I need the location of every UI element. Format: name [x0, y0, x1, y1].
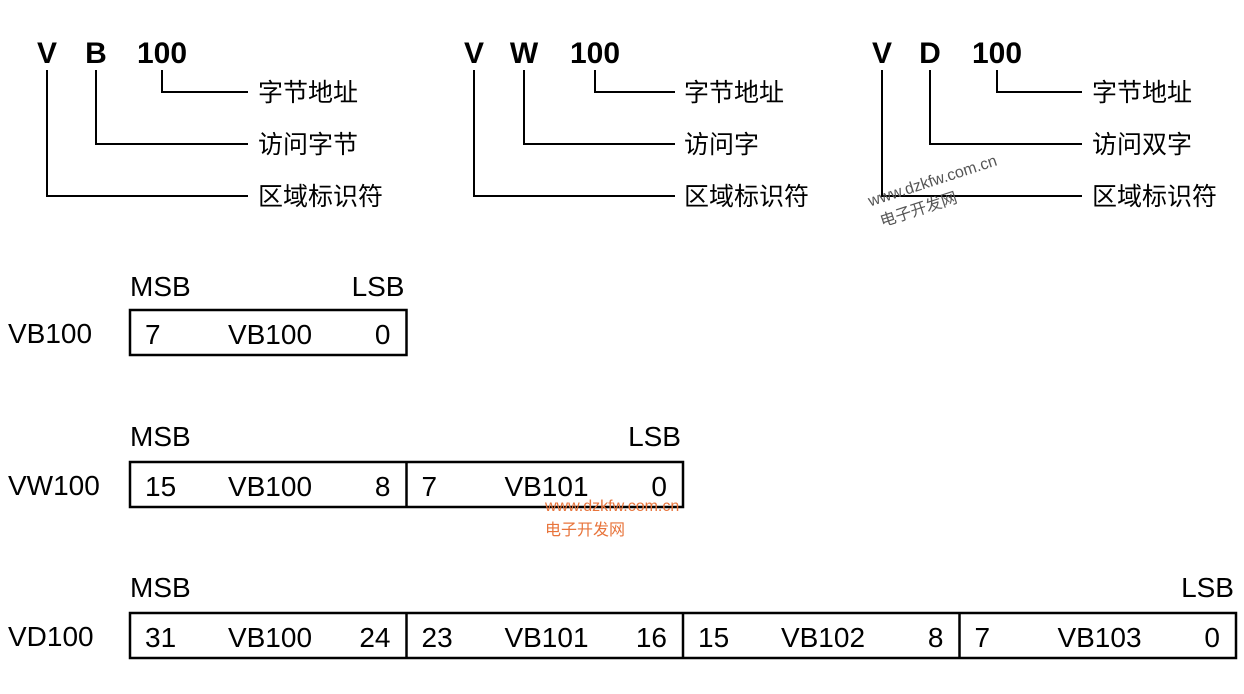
connector-line — [473, 70, 675, 197]
register-name: VW100 — [8, 470, 100, 501]
watermark-url: www.dzkfw.com.cn — [544, 498, 679, 515]
format-size: D — [919, 37, 941, 70]
bit-high: 15 — [145, 471, 176, 502]
register-name: VD100 — [8, 621, 94, 652]
register-name: VB100 — [8, 318, 92, 349]
format-label: 字节地址 — [684, 78, 784, 107]
byte-name: VB101 — [504, 471, 588, 502]
bit-low: 0 — [1204, 622, 1220, 653]
format-label: 字节地址 — [258, 78, 358, 107]
bit-low: 0 — [651, 471, 667, 502]
format-label: 字节地址 — [1092, 78, 1192, 107]
register-vb100: VB100 MSB LSB 7 VB100 0 — [8, 271, 408, 357]
bit-high: 7 — [422, 471, 438, 502]
connector-line — [523, 70, 675, 145]
format-address: 100 — [570, 37, 620, 70]
lsb-label: LSB — [352, 271, 405, 302]
format-label: 访问字节 — [258, 130, 358, 159]
register-box — [128, 308, 408, 357]
format-area: V — [872, 37, 892, 70]
msb-label: MSB — [130, 271, 191, 302]
format-address: 100 — [972, 37, 1022, 70]
bit-high: 23 — [422, 622, 453, 653]
bit-low: 0 — [375, 319, 391, 350]
byte-name: VB102 — [781, 622, 865, 653]
bit-high: 15 — [698, 622, 729, 653]
connector-line — [161, 70, 248, 93]
msb-label: MSB — [130, 421, 191, 452]
format-size: W — [510, 37, 539, 70]
format-label: 区域标识符 — [258, 182, 383, 211]
bit-high: 31 — [145, 622, 176, 653]
lsb-label: LSB — [1181, 572, 1234, 603]
bit-low: 24 — [359, 622, 390, 653]
byte-name: VB100 — [228, 622, 312, 653]
byte-name: VB100 — [228, 319, 312, 350]
bit-low: 16 — [636, 622, 667, 653]
connector-line — [996, 70, 1082, 93]
byte-name: VB101 — [504, 622, 588, 653]
format-address: 100 — [137, 37, 187, 70]
format-label: 访问字 — [684, 130, 759, 159]
msb-label: MSB — [130, 572, 191, 603]
connector-line — [46, 70, 248, 197]
format-label: 访问双字 — [1092, 130, 1192, 159]
connector-line — [95, 70, 248, 145]
connector-line — [881, 70, 1082, 197]
watermark-orange: www.dzkfw.com.cn 电子开发网 — [544, 498, 679, 539]
bit-low: 8 — [375, 471, 391, 502]
byte-name: VB100 — [228, 471, 312, 502]
connector-line — [929, 70, 1082, 145]
bit-high: 7 — [975, 622, 991, 653]
bit-high: 7 — [145, 319, 161, 350]
format-area: V — [464, 37, 484, 70]
format-label: 区域标识符 — [1092, 182, 1217, 211]
bit-low: 8 — [928, 622, 944, 653]
lsb-label: LSB — [628, 421, 681, 452]
connector-line — [594, 70, 675, 93]
format-size: B — [85, 37, 107, 70]
format-area: V — [37, 37, 57, 70]
watermark-name: 电子开发网 — [545, 521, 625, 539]
format-label: 区域标识符 — [684, 182, 809, 211]
byte-name: VB103 — [1057, 622, 1141, 653]
